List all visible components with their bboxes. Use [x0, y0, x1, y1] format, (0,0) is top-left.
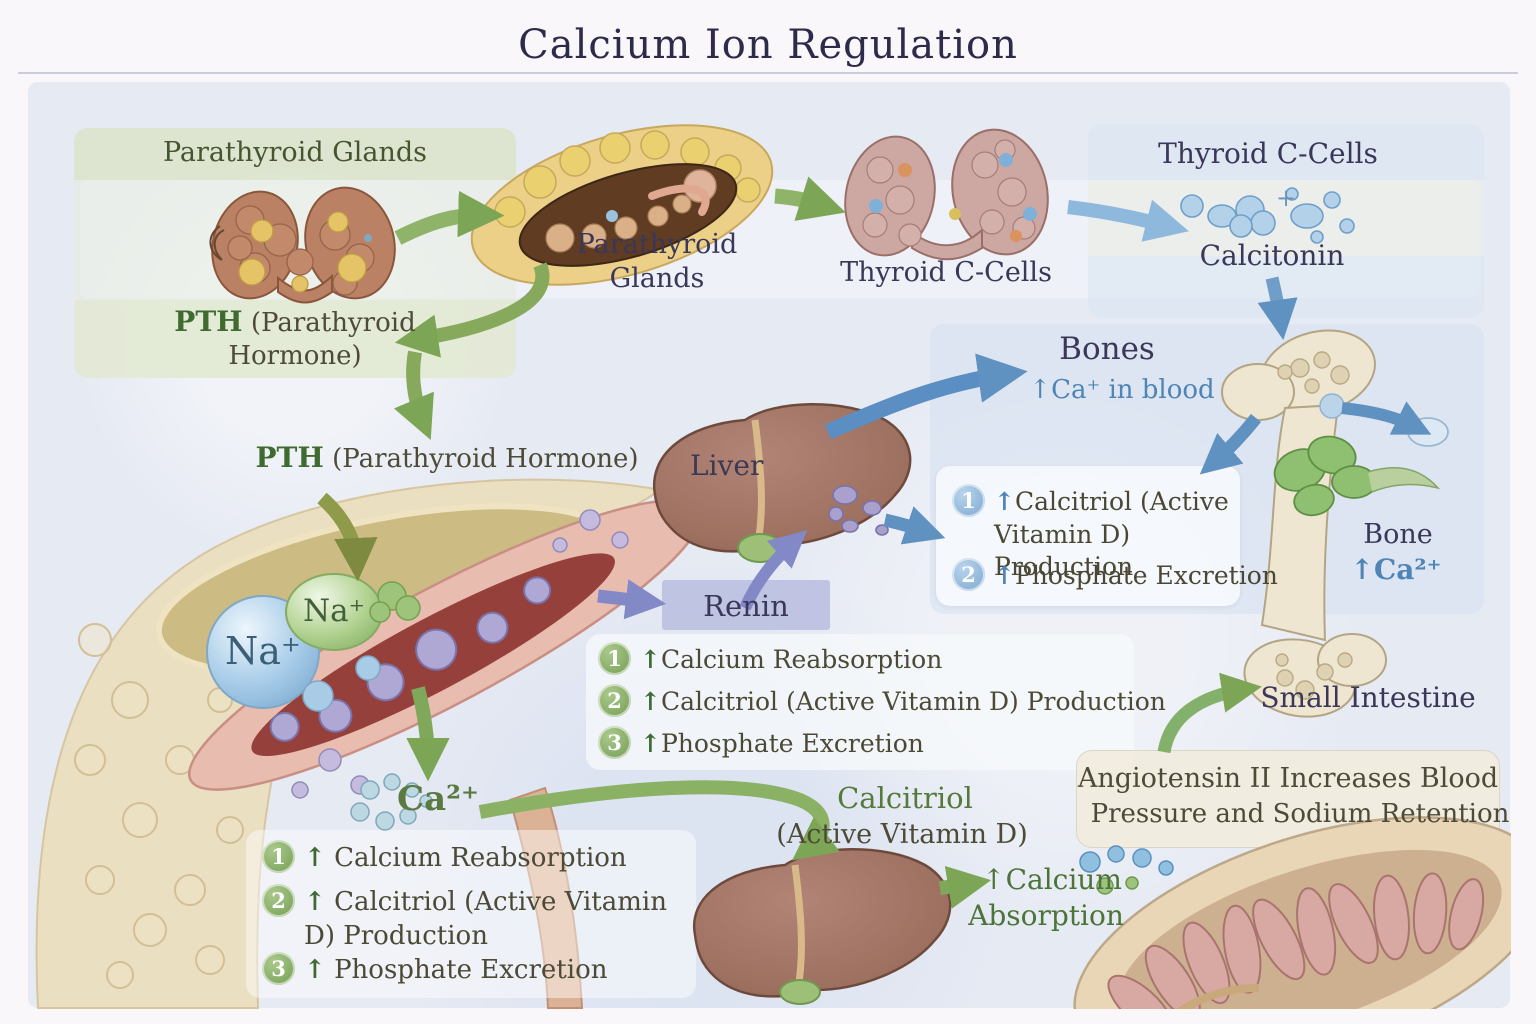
badge-3: 3: [598, 726, 631, 759]
renin-effect-item-1: 1 ↑Calcium Reabsorption: [598, 642, 942, 677]
parathyroid-box-header-band: [74, 128, 516, 180]
kidney-effect-item-1: 1 ↑ Calcium Reabsorption: [262, 840, 627, 876]
bones-title: Bones: [1059, 331, 1155, 367]
na-ion-small: Na⁺: [303, 593, 365, 629]
parathyroid-box-header: Parathyroid Glands: [162, 137, 428, 168]
angiotensin-line2: Pressure and Sodium Retention: [1090, 799, 1510, 829]
up-arrow: ↑: [304, 955, 326, 985]
effect-text: Phosphate Excretion: [660, 729, 924, 758]
badge-1: 1: [262, 840, 295, 873]
bones-effect: ↑Ca⁺ in blood: [1029, 375, 1215, 405]
effect-text: Phosphate Excretion: [334, 955, 608, 985]
pth-abbr-2: PTH: [255, 441, 324, 474]
effect-text: Calcitriol (Active Vitamin D) Production: [994, 487, 1229, 581]
badge-3: 3: [262, 952, 295, 985]
calcium-absorption-line2: Absorption: [968, 899, 1124, 932]
thyroid-ccells-header: Thyroid C-Cells: [1158, 137, 1378, 170]
badge-1: 1: [598, 642, 631, 675]
pth-paren-1: (Parathyroid: [250, 308, 416, 338]
up-arrow: ↑: [640, 687, 661, 716]
mask-bottom: [0, 1009, 1536, 1024]
pth-label-2: PTH (Parathyroid Hormone): [255, 440, 638, 476]
na-ion-large: Na⁺: [225, 629, 301, 673]
calcitonin-label: Calcitonin: [1199, 239, 1345, 272]
calcitriol-name: Calcitriol: [837, 781, 973, 815]
pth-label-1: PTH (Parathyroid: [174, 304, 415, 340]
title-divider: [18, 72, 1518, 74]
ca-ion: Ca²⁺: [397, 779, 479, 819]
effect-text: Calcitriol (Active Vitamin D) Production: [304, 887, 667, 951]
effect-text: Phosphate Excretion: [1014, 561, 1278, 590]
small-intestine-label: Small Intestine: [1260, 681, 1476, 714]
mask-left: [0, 82, 27, 1024]
kidney-effect-item-2: 2 ↑ Calcitriol (Active Vitamin D) Produc…: [262, 884, 682, 954]
bone-label: Bone: [1363, 519, 1433, 550]
renin-label: Renin: [703, 589, 789, 623]
liver-effects-box: [936, 466, 1240, 606]
calcium-absorption-line1: ↑Calcium: [982, 863, 1122, 896]
badge-2: 2: [952, 558, 985, 591]
up-arrow: ↑: [640, 645, 661, 674]
up-arrow: ↑: [304, 843, 326, 873]
angiotensin-line1: Angiotensin II Increases Blood: [1077, 763, 1499, 794]
badge-1: 1: [952, 484, 985, 517]
liver-effect-item-1: 1 ↑Calcitriol (Active Vitamin D) Product…: [952, 484, 1262, 584]
up-arrow: ↑: [640, 729, 661, 758]
calcitriol-paren: (Active Vitamin D): [776, 819, 1028, 850]
badge-2: 2: [598, 684, 631, 717]
up-arrow: ↑: [304, 887, 326, 917]
liver-effect-item-2: 2 ↑Phosphate Excretion: [952, 558, 1278, 593]
up-arrow: ↑: [994, 561, 1015, 590]
mask-right: [1511, 82, 1536, 1024]
pth-paren-2: (Parathyroid Hormone): [332, 444, 639, 474]
pth-label-1-line2: Hormone): [228, 341, 362, 371]
page-title: Calcium Ion Regulation: [518, 22, 1018, 68]
kidney-effect-item-3: 3 ↑ Phosphate Excretion: [262, 952, 607, 988]
pth-abbr: PTH: [174, 305, 243, 338]
badge-2: 2: [262, 884, 295, 917]
effect-text: Calcium Reabsorption: [334, 843, 627, 873]
renin-effect-item-2: 2 ↑Calcitriol (Active Vitamin D) Product…: [598, 684, 1166, 719]
renin-effect-item-3: 3 ↑Phosphate Excretion: [598, 726, 924, 761]
up-arrow: ↑: [994, 487, 1015, 516]
liver-upper-label: Liver: [690, 449, 764, 482]
center-thyroid-label: Thyroid C-Cells: [840, 257, 1052, 288]
center-gland-label-line1: Parathyroid: [576, 229, 738, 260]
bone-ion-label: ↑Ca²⁺: [1350, 553, 1442, 586]
effect-text: Calcitriol (Active Vitamin D) Production: [660, 687, 1166, 716]
effect-text: Calcium Reabsorption: [660, 645, 943, 674]
center-gland-label-line2: Glands: [609, 263, 705, 294]
